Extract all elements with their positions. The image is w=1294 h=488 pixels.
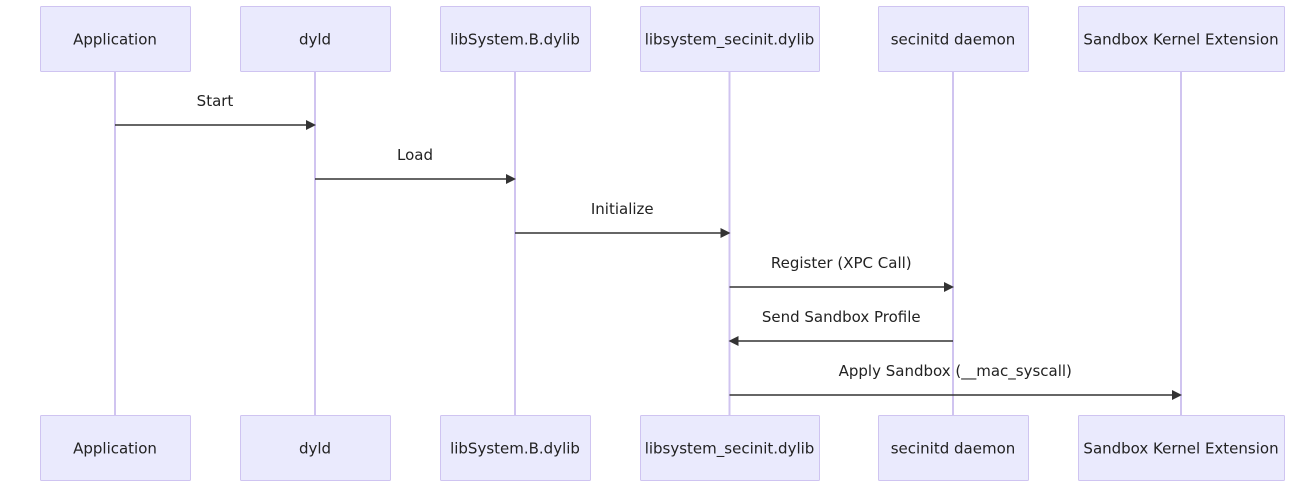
participant-secinitd-bottom: secinitd daemon (878, 415, 1029, 481)
participant-label: Sandbox Kernel Extension (1083, 440, 1278, 458)
participant-label: libsystem_secinit.dylib (645, 440, 815, 459)
participants-top: Application dyld libSystem.B.dylib libsyste… (40, 6, 1285, 72)
participant-libsystem_b-bottom: libSystem.B.dylib (440, 415, 591, 481)
arrowhead-icon (944, 282, 954, 292)
message-4: Register (XPC Call) (729, 254, 954, 292)
message-5: Send Sandbox Profile (728, 308, 953, 346)
participant-box (440, 415, 591, 481)
participant-box (640, 415, 820, 481)
lifelines (114, 71, 1182, 415)
message-label: Apply Sandbox (__mac_syscall) (839, 362, 1072, 381)
participant-label: Application (73, 31, 157, 49)
arrowhead-icon (728, 336, 739, 346)
participant-box (40, 6, 191, 72)
participant-app-bottom: Application (40, 415, 191, 481)
participant-secinit_lib-bottom: libsystem_secinit.dylib (640, 415, 820, 481)
message-6: Apply Sandbox (__mac_syscall) (729, 362, 1182, 400)
participant-dyld-bottom: dyld (240, 415, 391, 481)
message-label: Send Sandbox Profile (762, 308, 921, 326)
participant-box (1078, 415, 1285, 481)
participant-libsystem_b-top: libSystem.B.dylib (440, 6, 591, 72)
participant-box (240, 6, 391, 72)
participant-sandbox_kext-top: Sandbox Kernel Extension (1078, 6, 1285, 72)
participant-box (40, 415, 191, 481)
message-label: Register (XPC Call) (771, 254, 912, 272)
participant-box (640, 6, 820, 72)
participant-box (440, 6, 591, 72)
arrowhead-icon (306, 120, 316, 130)
participant-label: libSystem.B.dylib (450, 31, 580, 49)
arrowhead-icon (506, 174, 516, 184)
message-2: Load (315, 146, 516, 184)
participant-box (1078, 6, 1285, 72)
participant-dyld-top: dyld (240, 6, 391, 72)
participant-box (878, 6, 1029, 72)
message-label: Load (397, 146, 433, 164)
message-3: Initialize (515, 200, 731, 238)
participant-label: Sandbox Kernel Extension (1083, 31, 1278, 49)
participants-bottom: Application dyld libSystem.B.dylib libsyste… (40, 415, 1285, 481)
message-1: Start (115, 92, 316, 130)
participant-sandbox_kext-bottom: Sandbox Kernel Extension (1078, 415, 1285, 481)
message-label: Initialize (591, 200, 654, 218)
participant-secinit_lib-top: libsystem_secinit.dylib (640, 6, 820, 72)
participant-secinitd-top: secinitd daemon (878, 6, 1029, 72)
participant-box (878, 415, 1029, 481)
participant-label: dyld (299, 31, 331, 49)
participant-label: libSystem.B.dylib (450, 440, 580, 458)
participant-label: secinitd daemon (891, 31, 1016, 49)
participant-app-top: Application (40, 6, 191, 72)
arrowhead-icon (720, 228, 731, 238)
participant-label: dyld (299, 440, 331, 458)
participant-label: secinitd daemon (891, 440, 1016, 458)
participant-box (240, 415, 391, 481)
arrowhead-icon (1172, 390, 1182, 400)
participant-label: Application (73, 440, 157, 458)
message-label: Start (197, 92, 234, 110)
participant-label: libsystem_secinit.dylib (645, 31, 815, 50)
